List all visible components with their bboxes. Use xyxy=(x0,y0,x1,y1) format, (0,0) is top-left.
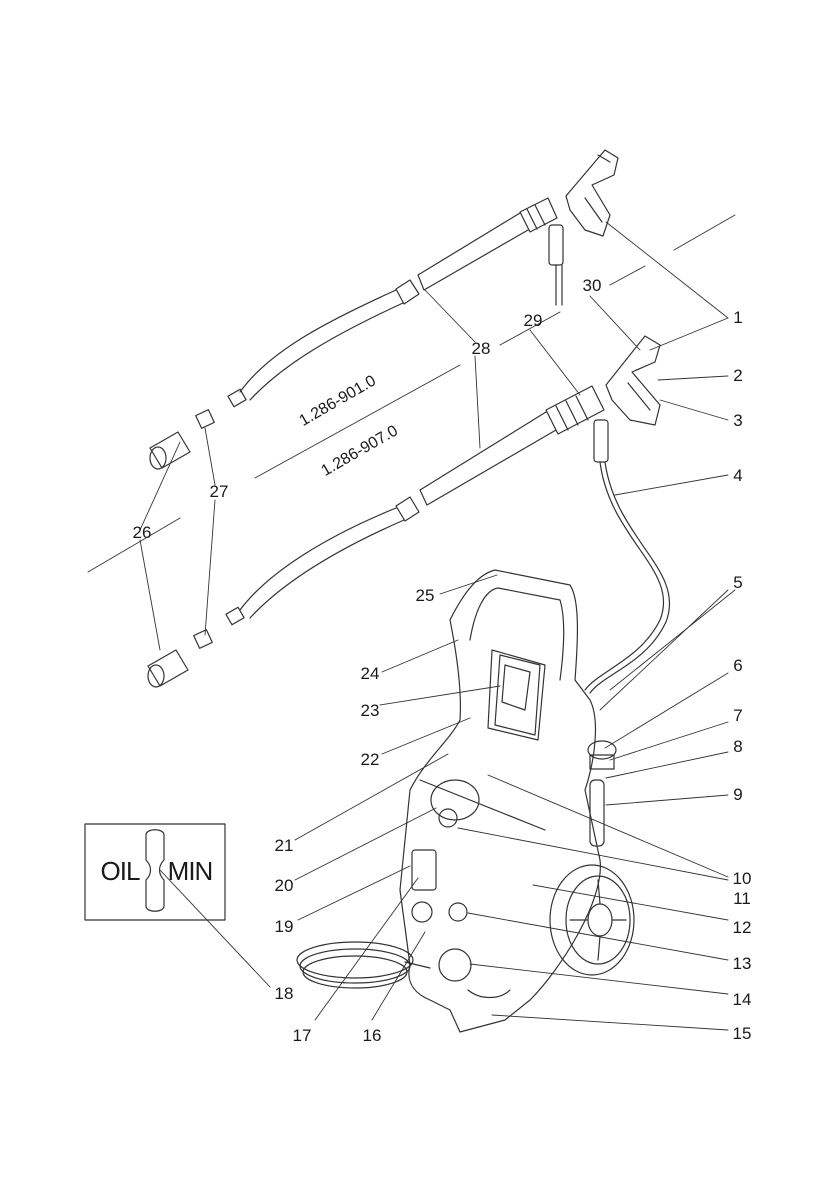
callout-30: 30 xyxy=(583,276,602,295)
part-number-upper: 1.286-901.0 xyxy=(297,372,380,429)
callout-24: 24 xyxy=(361,664,380,683)
high-pressure-hose xyxy=(585,462,670,693)
callout-15: 15 xyxy=(733,1024,752,1043)
callout-6: 6 xyxy=(733,656,742,675)
separator-lines xyxy=(88,215,735,572)
upper-nozzle-parts xyxy=(150,410,214,469)
callout-4: 4 xyxy=(733,466,742,485)
callout-28: 28 xyxy=(472,339,491,358)
leader-lines xyxy=(140,222,735,1030)
callout-numbers: 1 2 3 4 5 6 7 8 9 10 11 12 13 14 15 16 1… xyxy=(133,276,752,1045)
callout-7: 7 xyxy=(733,706,742,725)
callout-10: 10 xyxy=(733,869,752,888)
callout-9: 9 xyxy=(733,785,742,804)
callout-22: 22 xyxy=(361,750,380,769)
callout-2: 2 xyxy=(733,366,742,385)
callout-8: 8 xyxy=(733,737,742,756)
oil-label: OIL xyxy=(101,856,140,886)
lower-spray-gun xyxy=(226,336,660,625)
callout-20: 20 xyxy=(275,876,294,895)
callout-19: 19 xyxy=(275,917,294,936)
callout-5: 5 xyxy=(733,573,742,592)
callout-23: 23 xyxy=(361,701,380,720)
callout-17: 17 xyxy=(293,1026,312,1045)
callout-3: 3 xyxy=(733,411,742,430)
callout-12: 12 xyxy=(733,918,752,937)
wheel xyxy=(550,865,634,975)
min-label: MIN xyxy=(168,856,213,886)
callout-13: 13 xyxy=(733,954,752,973)
callout-21: 21 xyxy=(275,836,294,855)
callout-26: 26 xyxy=(133,523,152,542)
callout-18: 18 xyxy=(275,984,294,1003)
callout-14: 14 xyxy=(733,990,752,1009)
callout-27: 27 xyxy=(210,482,229,501)
callout-25: 25 xyxy=(416,586,435,605)
side-components xyxy=(588,741,616,846)
callout-16: 16 xyxy=(363,1026,382,1045)
part-number-lower: 1.286-907.0 xyxy=(319,422,402,479)
callout-11: 11 xyxy=(733,889,751,908)
callout-1: 1 xyxy=(733,308,742,327)
callout-29: 29 xyxy=(524,311,543,330)
pressure-washer-body xyxy=(400,570,600,1032)
